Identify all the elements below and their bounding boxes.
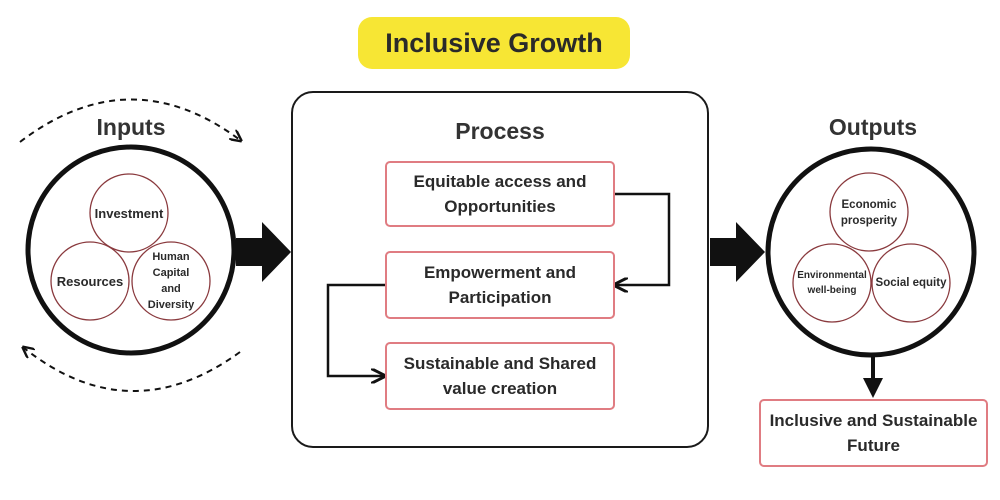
inputs-investment-label: Investment <box>94 205 164 221</box>
cycle-arrow-top <box>19 98 240 142</box>
outputs-social-label: Social equity <box>875 277 947 289</box>
connector-step1-to-step2 <box>614 192 671 285</box>
process-step-equitable-access: Equitable access and Opportunities <box>385 161 615 227</box>
inputs-circle-human-capital <box>131 241 211 321</box>
process-step-empowerment: Empowerment and Participation <box>385 251 615 319</box>
block-arrow-inputs-to-process <box>236 222 291 282</box>
inputs-human-capital-label: Human Capital and Diversity <box>147 251 195 311</box>
cycle-arrow-bottom <box>24 348 241 392</box>
outputs-label: Outputs <box>828 114 918 140</box>
process-step-sustainable-value: Sustainable and Shared value creation <box>385 342 615 410</box>
result-inclusive-future: Inclusive and Sustainable Future <box>759 399 988 467</box>
inputs-circle-resources <box>50 241 130 321</box>
diagram-title: Inclusive Growth <box>358 17 630 69</box>
inputs-label: Inputs <box>96 114 166 140</box>
outputs-circle-environmental <box>792 243 872 323</box>
outputs-environmental-label: Environmental well-being <box>797 270 867 296</box>
block-arrow-process-to-outputs <box>710 222 765 282</box>
outputs-economic-label: Economic prosperity <box>840 199 898 227</box>
inputs-circle-investment <box>89 173 169 253</box>
inputs-resources-label: Resources <box>56 273 124 289</box>
outputs-circle-economic <box>829 172 909 252</box>
connector-step2-to-step3 <box>326 283 385 376</box>
outputs-circle-social <box>871 243 951 323</box>
process-label: Process <box>455 118 545 144</box>
